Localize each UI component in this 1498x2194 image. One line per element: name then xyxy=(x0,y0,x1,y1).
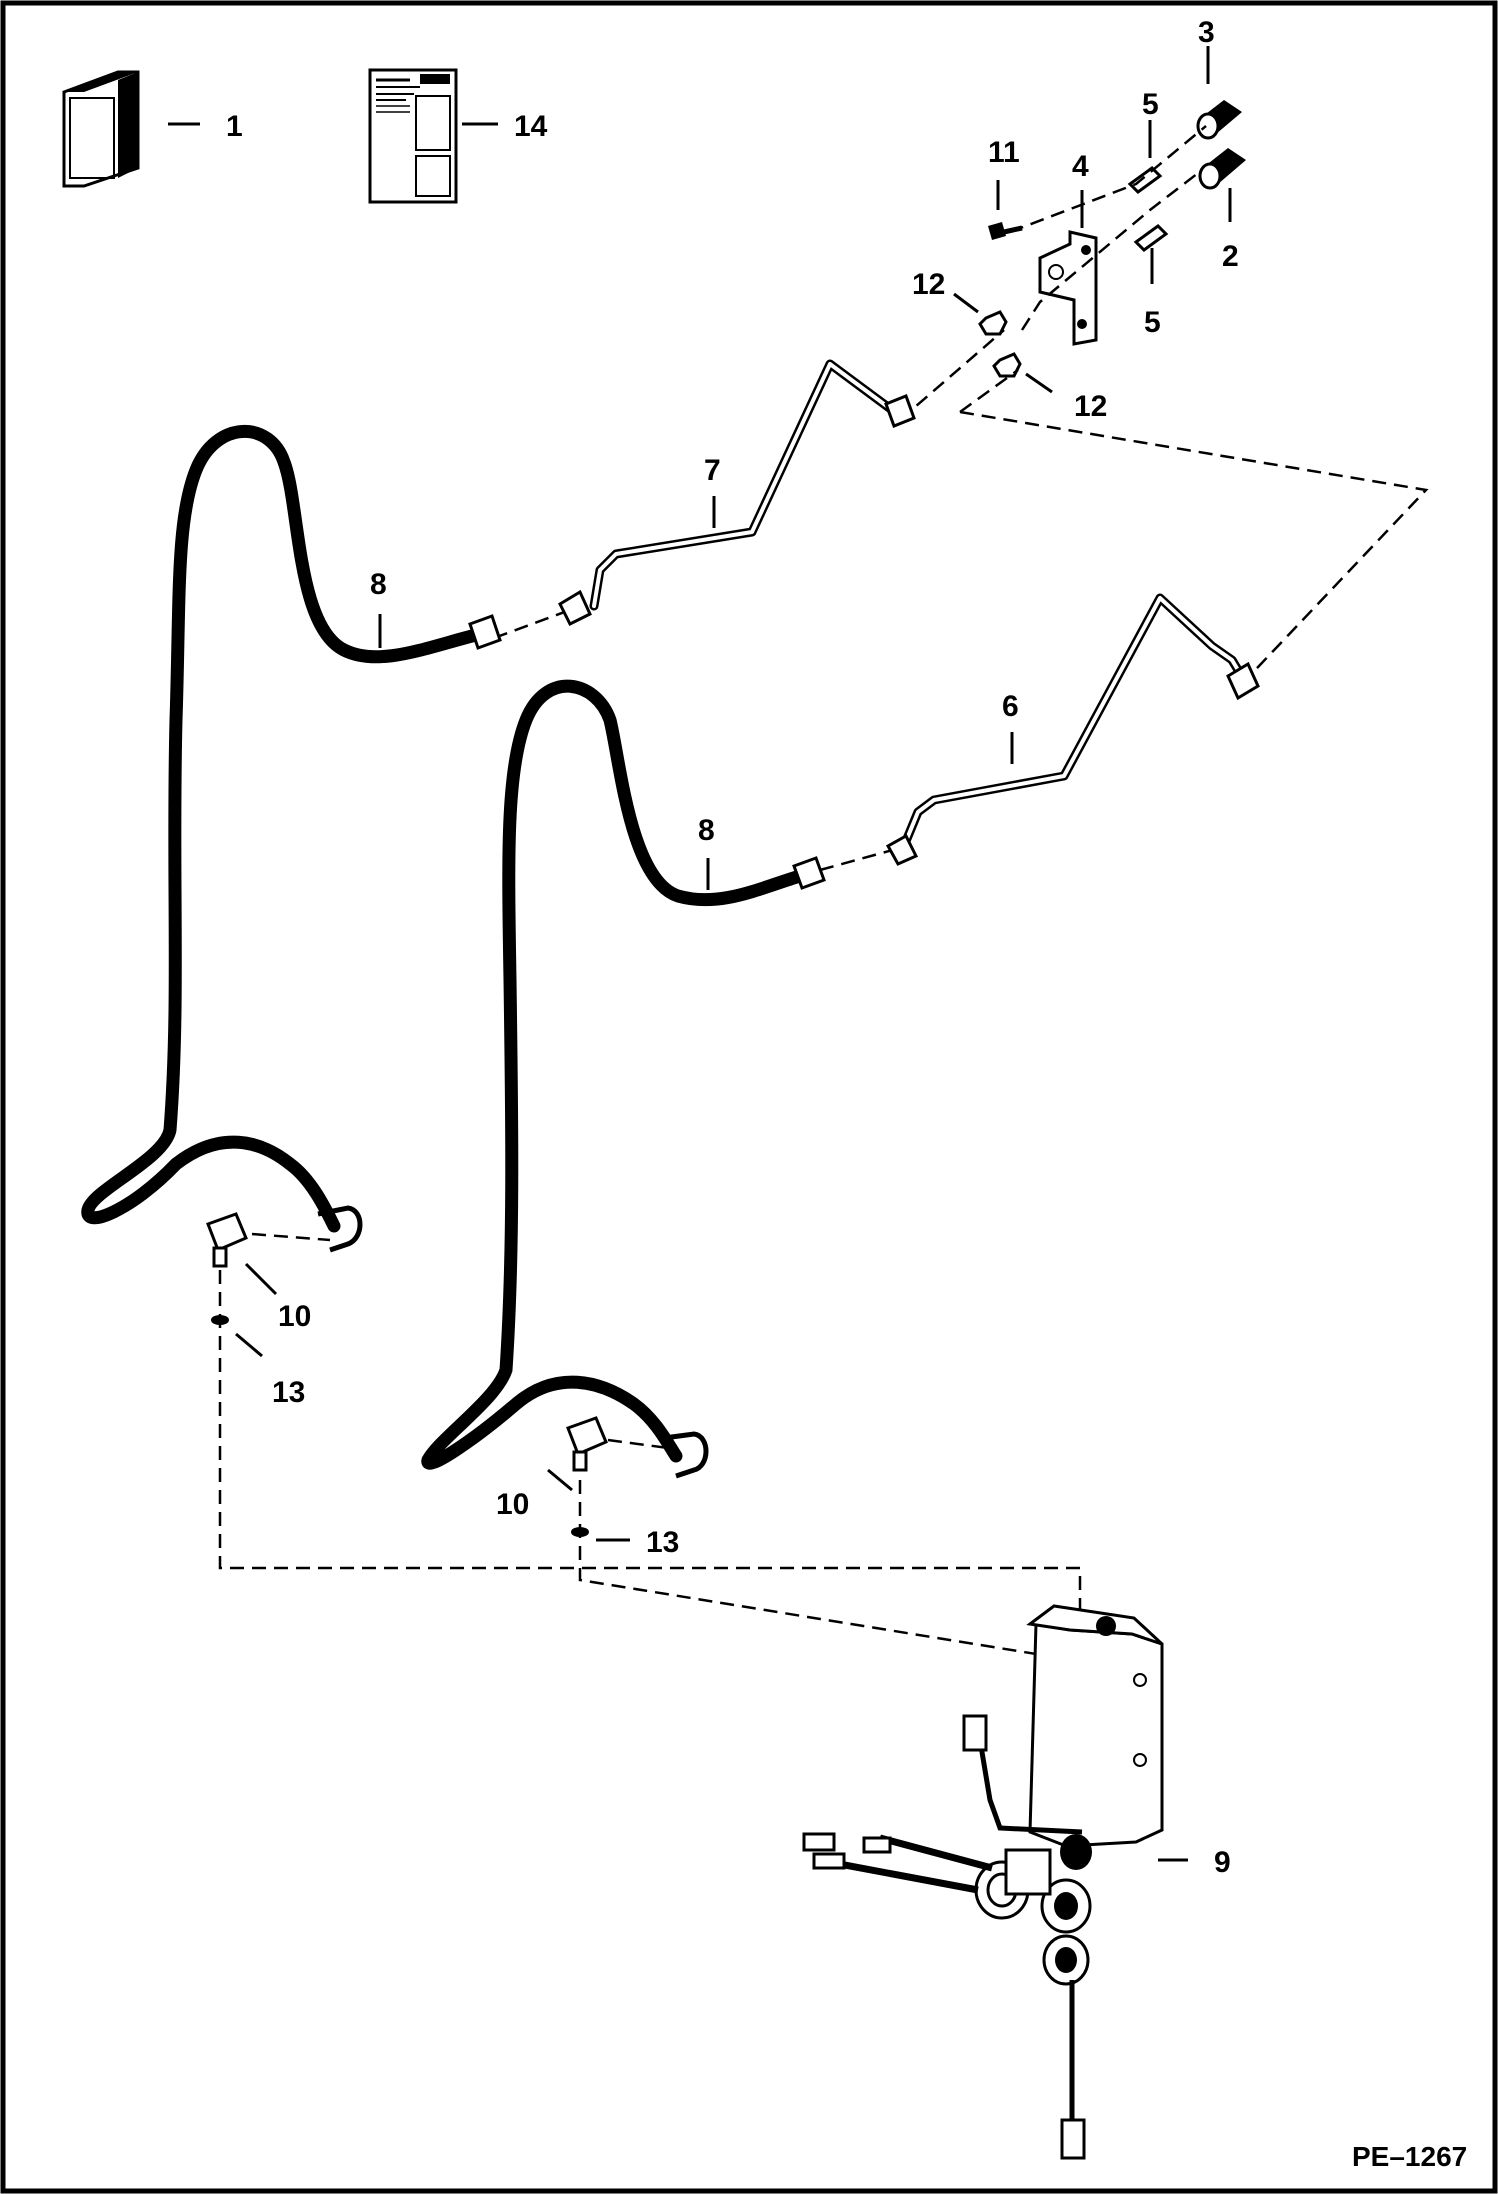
item-3-coupler xyxy=(1196,46,1242,140)
callout-8-lower: 8 xyxy=(698,814,715,847)
item-10-elbow-left xyxy=(206,1212,278,1296)
callout-11: 11 xyxy=(988,136,1020,169)
item-8-hose-lower xyxy=(421,679,826,1479)
item-5-adapters xyxy=(1127,120,1169,284)
callout-8-upper: 8 xyxy=(370,568,387,601)
callout-5-lower: 5 xyxy=(1144,306,1161,339)
item-10-elbow-right xyxy=(547,1416,608,1492)
callout-3: 3 xyxy=(1198,16,1215,49)
callout-12-upper: 12 xyxy=(912,268,945,301)
callout-9: 9 xyxy=(1214,1846,1231,1879)
callout-2: 2 xyxy=(1222,240,1239,273)
callout-7: 7 xyxy=(704,454,721,487)
item-4-bracket xyxy=(1038,190,1098,346)
callout-10-right: 10 xyxy=(496,1488,529,1521)
figure-code: PE–1267 xyxy=(1352,2141,1467,2172)
callout-12-lower: 12 xyxy=(1074,390,1107,423)
item-8-hose-upper xyxy=(81,424,502,1253)
callout-10-left: 10 xyxy=(278,1300,311,1333)
item-12-nuts xyxy=(953,292,1053,394)
item-1-manual xyxy=(62,70,200,188)
callout-5-upper: 5 xyxy=(1142,88,1159,121)
item-6-tube xyxy=(885,593,1260,866)
item-11-bolt xyxy=(988,180,1023,240)
callout-4: 4 xyxy=(1072,150,1089,183)
callout-13-left: 13 xyxy=(272,1376,305,1409)
item-13-orings xyxy=(211,1315,630,1542)
callout-1: 1 xyxy=(226,110,243,143)
callout-14: 14 xyxy=(514,110,548,143)
item-7-tube xyxy=(558,359,916,627)
item-9-valve xyxy=(802,1604,1188,2160)
callout-6: 6 xyxy=(1002,690,1019,723)
item-2-coupler xyxy=(1198,148,1246,222)
item-14-decal xyxy=(368,68,498,204)
callout-13-right: 13 xyxy=(646,1526,679,1559)
